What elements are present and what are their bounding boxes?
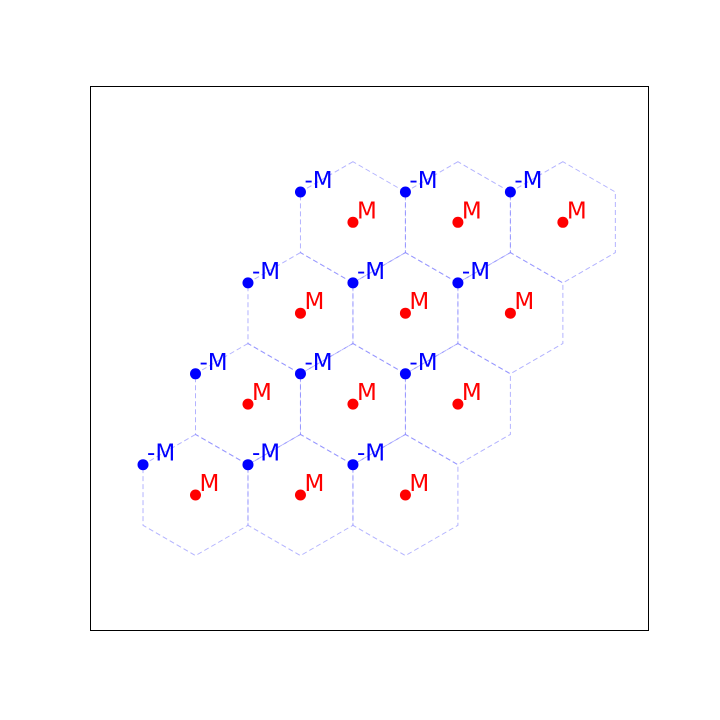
site-neg-m-label: -M (409, 350, 437, 376)
site-neg-m-point (190, 368, 201, 380)
site-neg-m-label: -M (304, 168, 332, 194)
site-neg-m-label: -M (514, 168, 542, 194)
site-m-point (294, 489, 306, 501)
plot-frame (90, 86, 649, 631)
site-m-point (190, 489, 201, 501)
site-neg-m-label: -M (409, 168, 437, 194)
site-m-point (452, 216, 464, 228)
site-m-point (557, 216, 569, 228)
site-m-label: M (409, 471, 429, 497)
site-neg-m-point (137, 459, 149, 471)
site-m-label: M (200, 471, 220, 497)
site-neg-m-point (294, 186, 306, 198)
site-neg-m-label: -M (462, 259, 490, 285)
site-m-label: M (357, 380, 377, 406)
site-neg-m-label: -M (147, 441, 175, 467)
site-m-label: M (567, 198, 587, 224)
site-m-point (399, 307, 411, 319)
site-m-point (399, 489, 411, 501)
site-m-point (504, 307, 516, 319)
site-neg-m-label: -M (200, 350, 228, 376)
lattice-sites: M -M M -M M -M M -M M -M M -M M -M M -M M -M M -M M -M M -M (137, 168, 587, 501)
site-m-point (294, 307, 306, 319)
site-neg-m-point (399, 186, 411, 198)
site-neg-m-label: -M (357, 259, 385, 285)
site-m-label: M (357, 198, 377, 224)
site-neg-m-label: -M (252, 441, 280, 467)
site-m-label: M (462, 198, 482, 224)
site-neg-m-point (399, 368, 411, 380)
site-m-label: M (304, 471, 324, 497)
site-m-point (242, 398, 254, 410)
site-neg-m-point (504, 186, 516, 198)
site-m-point (452, 398, 464, 410)
site-m-point (347, 216, 359, 228)
site-neg-m-point (294, 368, 306, 380)
site-m-label: M (514, 289, 534, 315)
site-neg-m-point (242, 459, 254, 471)
site-m-label: M (409, 289, 429, 315)
site-neg-m-point (242, 277, 254, 289)
site-m-label: M (462, 380, 482, 406)
site-m-label: M (252, 380, 272, 406)
site-neg-m-label: -M (252, 259, 280, 285)
site-neg-m-label: -M (357, 441, 385, 467)
site-neg-m-point (347, 459, 359, 471)
site-neg-m-point (347, 277, 359, 289)
site-m-point (347, 398, 359, 410)
site-neg-m-label: -M (304, 350, 332, 376)
site-neg-m-point (452, 277, 464, 289)
site-m-label: M (304, 289, 324, 315)
